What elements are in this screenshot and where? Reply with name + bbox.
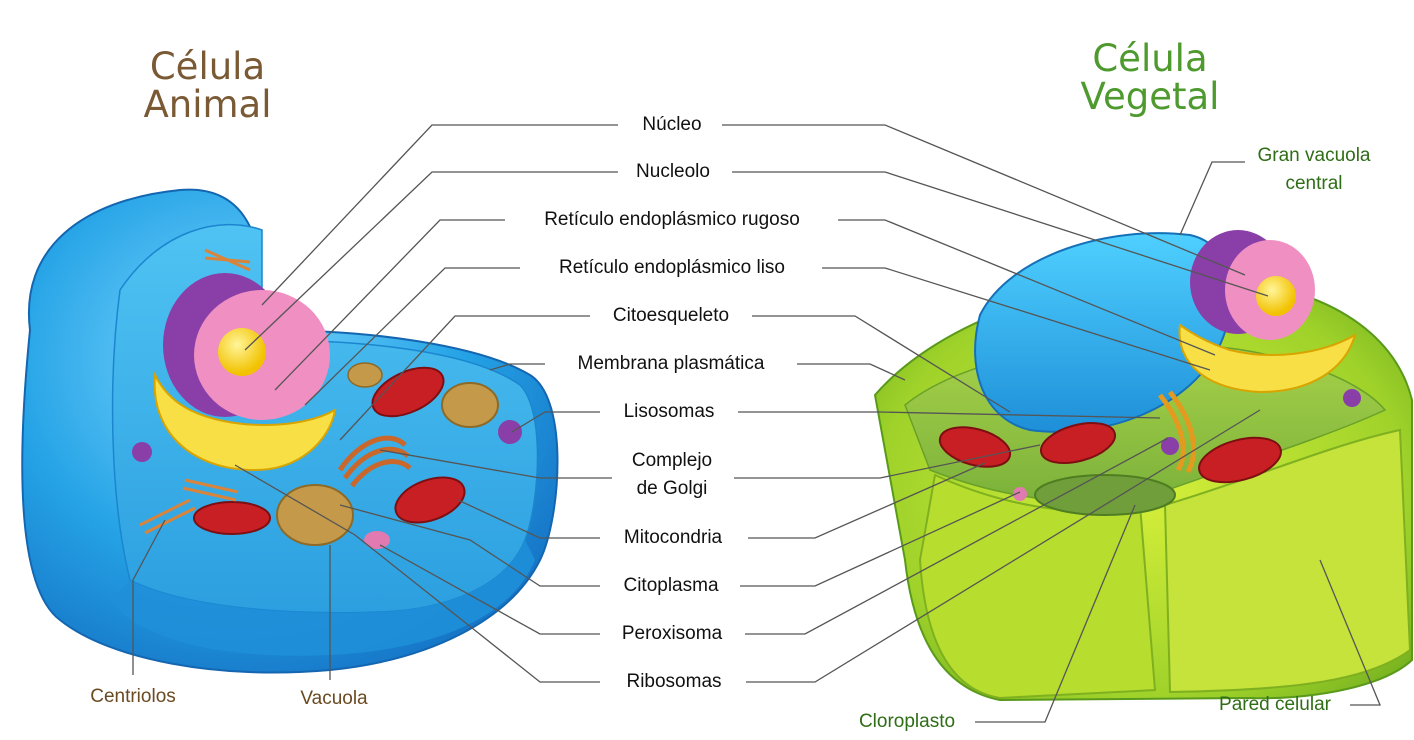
label-pared-celular: Pared celular <box>1219 694 1331 715</box>
label-ribosomas: Ribosomas <box>626 671 722 692</box>
plant-cell <box>873 230 1413 702</box>
label-rer: Retículo endoplásmico rugoso <box>544 209 800 230</box>
plant-nucleolus <box>1256 276 1296 316</box>
label-nucleolo: Nucleolo <box>636 161 710 182</box>
plant-mitochondria <box>938 422 1282 484</box>
label-nucleo: Núcleo <box>642 114 702 135</box>
animal-er <box>153 371 337 472</box>
animal-nucleolus <box>218 328 266 376</box>
label-gran-vacuola: Gran vacuola central <box>1257 145 1371 194</box>
animal-vacuole <box>276 484 354 546</box>
label-mitocondria: Mitocondria <box>623 527 723 548</box>
label-citoplasma: Citoplasma <box>623 575 719 596</box>
label-cloroplasto: Cloroplasto <box>858 711 956 732</box>
label-membrana: Membrana plasmática <box>577 353 765 374</box>
animal-golgi <box>337 435 412 488</box>
label-rel: Retículo endoplásmico liso <box>558 257 785 278</box>
animal-cell <box>21 188 559 674</box>
plant-chloroplast <box>1034 474 1176 516</box>
label-peroxisoma: Peroxisoma <box>621 623 723 644</box>
animal-centrioles <box>139 478 239 535</box>
label-centriolos: Centriolos <box>90 686 176 707</box>
title-plant-cell: Célula Vegetal <box>1050 40 1250 116</box>
label-golgi: Complejo de Golgi <box>631 450 713 499</box>
leader-lines <box>132 124 1381 723</box>
title-animal-cell: Célula Animal <box>120 48 295 124</box>
title-animal-text: Célula Animal <box>143 45 272 126</box>
label-vacuola: Vacuola <box>300 688 368 709</box>
label-citoesqueleto: Citoesqueleto <box>612 305 730 326</box>
animal-mitochondria <box>193 366 466 535</box>
title-vegetal-text: Célula Vegetal <box>1080 37 1220 118</box>
label-lisosomas: Lisosomas <box>623 401 715 422</box>
